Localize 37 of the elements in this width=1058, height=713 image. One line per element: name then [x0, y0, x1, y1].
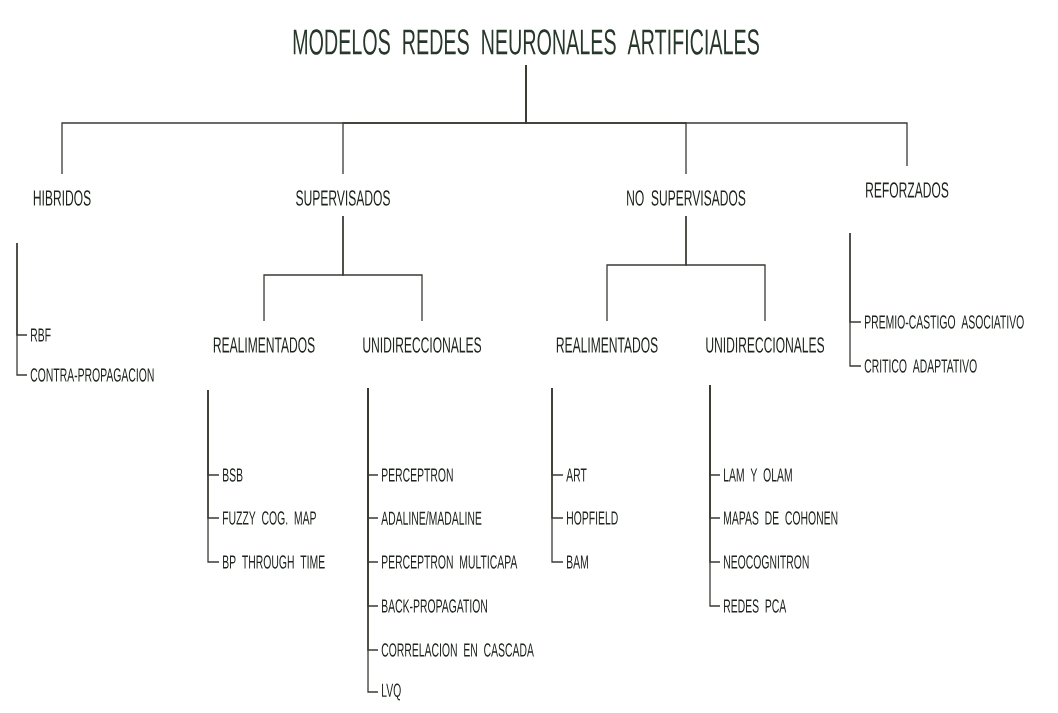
- category-label: REALIMENTADOS: [556, 337, 658, 353]
- item-label: LVQ: [382, 683, 401, 701]
- item-label: PERCEPTRON: [382, 468, 453, 482]
- item-label: REDES PCA: [724, 599, 787, 613]
- category-label: UNIDIRECCIONALES: [706, 337, 825, 353]
- category-label: REALIMENTADOS: [213, 337, 315, 353]
- item-label: LAM Y OLAM: [724, 468, 792, 482]
- item-label: BSB: [223, 468, 243, 482]
- item-label: ART: [566, 468, 587, 482]
- connector-line: [342, 215, 423, 322]
- connector-line: [16, 242, 28, 376]
- item-label: FUZZY COG. MAP: [223, 511, 316, 525]
- item-label: NEOCOGNITRON: [724, 555, 809, 569]
- connector-line: [849, 232, 862, 367]
- item-label: BAM: [567, 555, 588, 569]
- title-text: MODELOS REDES NEURONALES ARTIFICIALES: [293, 29, 759, 55]
- item-label: HOPFIELD: [567, 511, 618, 525]
- item-label: ADALINE/MADALINE: [381, 511, 482, 525]
- category-label: HIBRIDOS: [33, 190, 91, 206]
- connector-line: [207, 389, 220, 563]
- item-label: BP THROUGH TIME: [223, 555, 325, 569]
- connector-line: [709, 384, 721, 607]
- item-label: BACK-PROPAGATION: [382, 599, 487, 613]
- connector-line: [685, 215, 766, 322]
- item-label: CONTRA-PROPAGACION: [30, 368, 154, 382]
- category-label: UNIDIRECCIONALES: [363, 337, 482, 353]
- item-label: CRITICO ADAPTATIVO: [864, 359, 977, 373]
- category-label: NO SUPERVISADOS: [627, 190, 746, 206]
- item-label: RBF: [31, 328, 51, 342]
- item-label: PERCEPTRON MULTICAPA: [382, 555, 518, 569]
- category-label: REFORZADOS: [866, 182, 949, 198]
- connector-line: [551, 387, 564, 563]
- item-label: CORRELACION EN CASCADA: [381, 643, 534, 657]
- category-label: SUPERVISADOS: [296, 190, 390, 206]
- item-label: MAPAS DE COHONEN: [724, 511, 838, 525]
- item-label: PREMIO-CASTIGO ASOCIATIVO: [865, 315, 1024, 329]
- connector-line: [525, 64, 908, 167]
